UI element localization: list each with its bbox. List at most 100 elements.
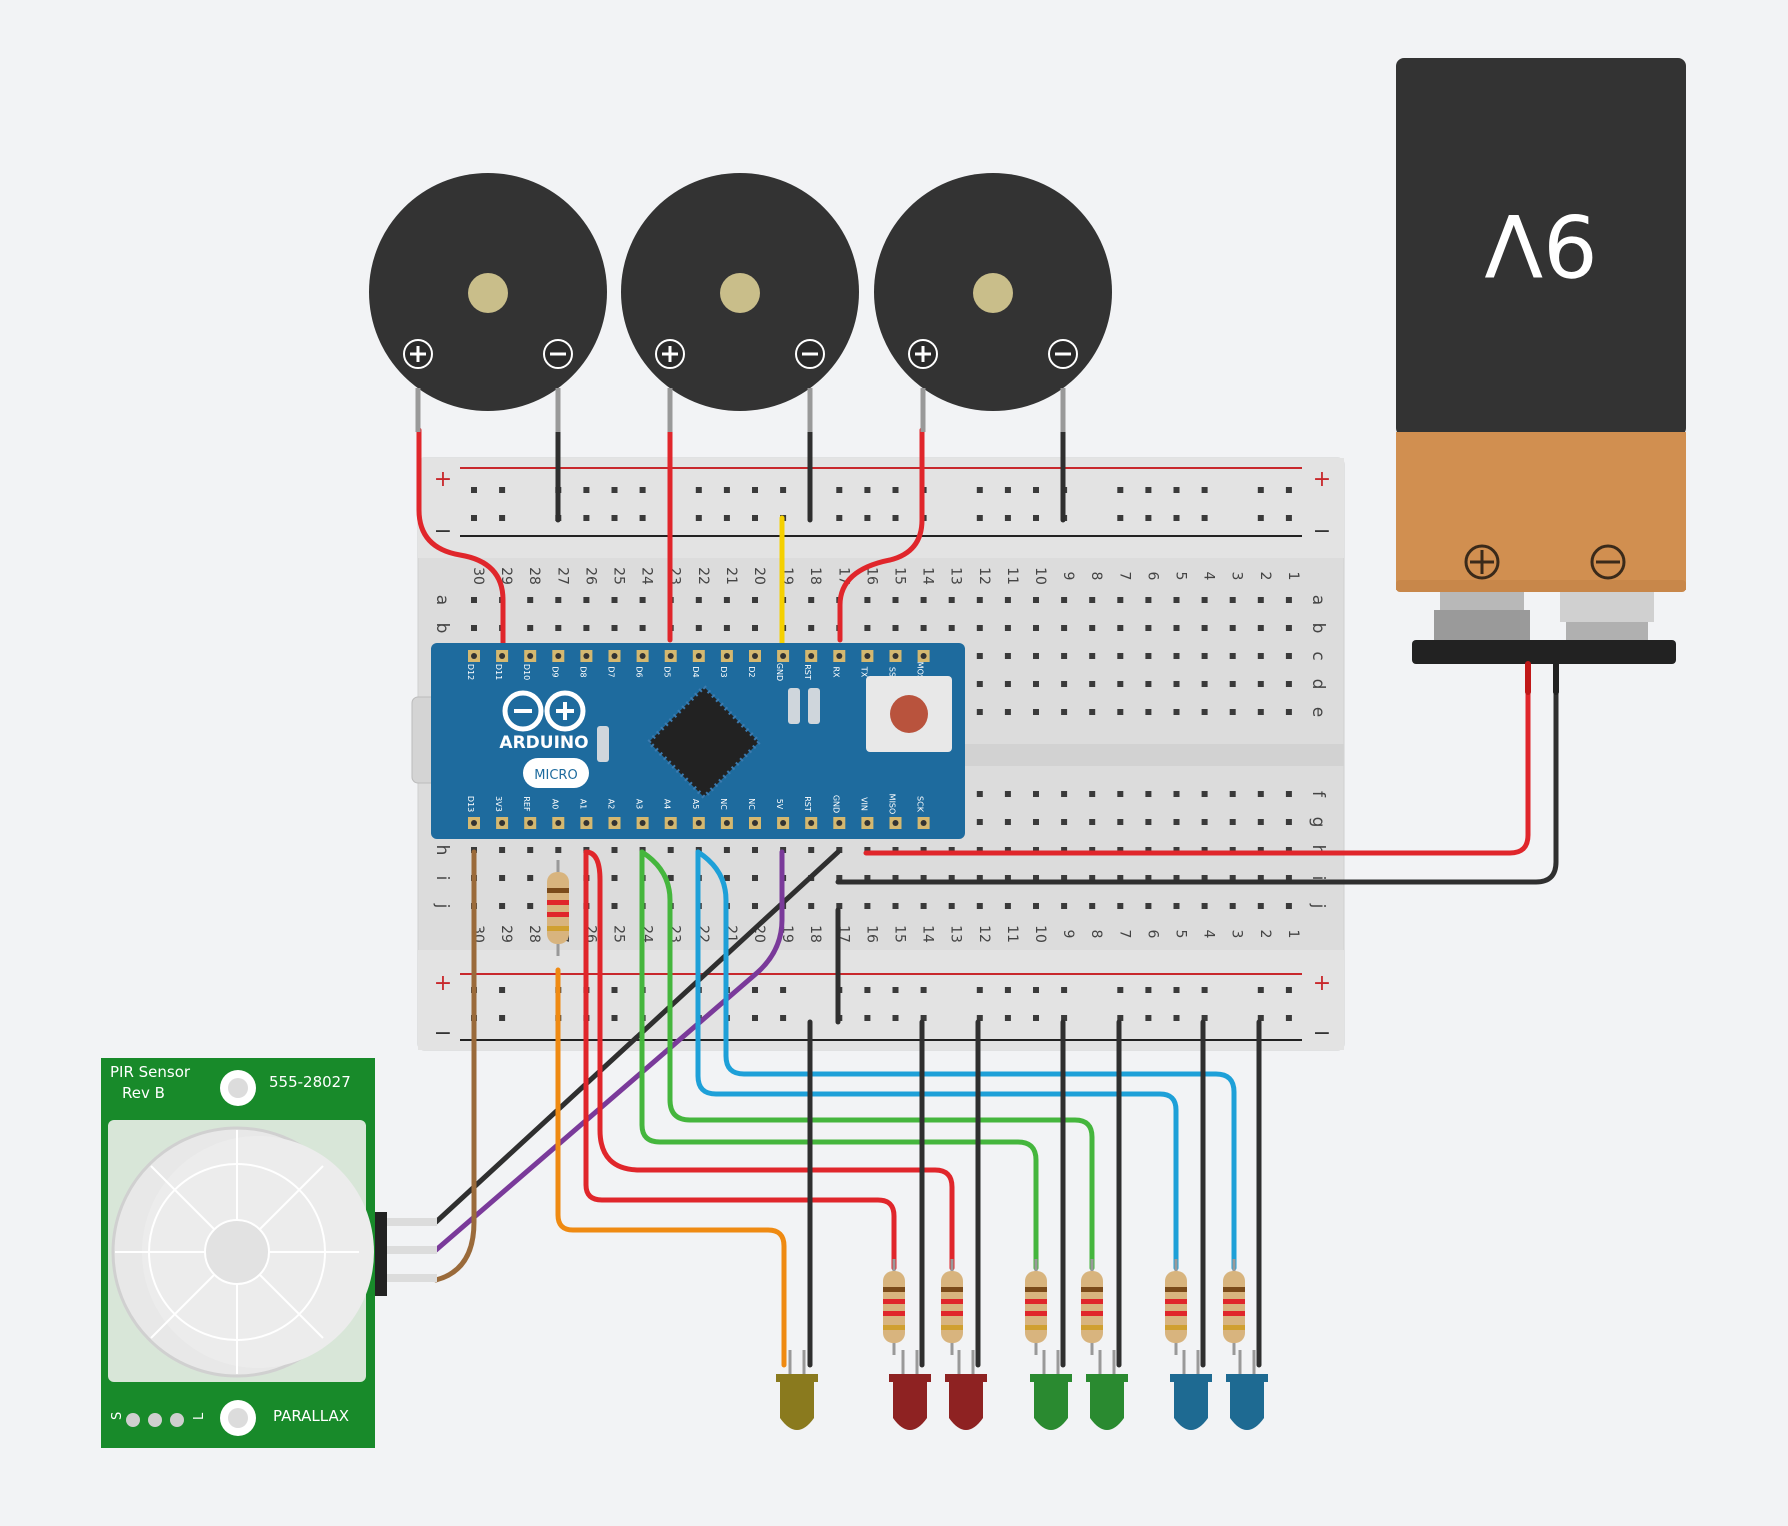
wire-pir-brown xyxy=(433,849,477,1283)
breadboard-hole xyxy=(1201,903,1208,909)
arduino-logo-icon xyxy=(502,690,586,732)
breadboard-hole xyxy=(1033,681,1039,687)
reset-button[interactable] xyxy=(866,676,952,752)
breadboard-hole xyxy=(1089,847,1096,853)
rail-hole xyxy=(976,515,983,521)
pin-label: MOSI xyxy=(916,662,925,683)
breadboard-hole xyxy=(1257,903,1264,909)
rail-hole xyxy=(1145,1015,1152,1021)
rail-hole xyxy=(611,487,618,493)
wire-green-1 xyxy=(639,849,1095,1271)
rail-hole xyxy=(1173,487,1180,493)
breadboard-hole xyxy=(1117,903,1124,909)
led-green-2 xyxy=(1086,1350,1128,1430)
breadboard-hole xyxy=(667,875,674,881)
breadboard-hole xyxy=(1089,875,1096,881)
rail-hole xyxy=(499,515,506,521)
rail-hole xyxy=(1004,487,1011,493)
rail-hole xyxy=(752,1015,758,1021)
breadboard-hole xyxy=(864,875,871,881)
breadboard-hole xyxy=(1089,681,1096,687)
column-label: 14 xyxy=(920,925,936,943)
pin-label: D8 xyxy=(578,666,587,677)
breadboard-hole xyxy=(976,791,983,797)
rail-hole xyxy=(1033,987,1039,993)
breadboard-hole xyxy=(555,597,562,603)
breadboard-hole xyxy=(583,625,590,631)
pin-label: A2 xyxy=(607,799,616,810)
column-label: 18 xyxy=(807,567,823,585)
pin-label: NC xyxy=(747,798,756,810)
breadboard-hole xyxy=(1285,681,1292,687)
rail-minus-label: − xyxy=(434,1021,452,1046)
wire-green-2 xyxy=(639,849,1039,1271)
breadboard-hole xyxy=(723,625,730,631)
column-label: 11 xyxy=(1004,567,1020,585)
rail-hole xyxy=(892,487,899,493)
rail-hole xyxy=(723,515,730,521)
pin-label: D3 xyxy=(719,666,728,677)
breadboard-hole xyxy=(1004,681,1011,687)
breadboard-hole xyxy=(1285,653,1292,659)
breadboard-hole xyxy=(1257,625,1264,631)
breadboard-hole xyxy=(1173,903,1180,909)
column-label: 2 xyxy=(1257,930,1273,939)
breadboard-hole xyxy=(527,875,534,881)
pin-label: RST xyxy=(803,664,812,680)
breadboard-hole xyxy=(1201,819,1208,825)
column-label: 18 xyxy=(807,925,823,943)
pin-label: NC xyxy=(719,798,728,810)
led-red-1 xyxy=(889,1350,931,1430)
rail-plus-label: + xyxy=(434,971,452,996)
pin-label: D5 xyxy=(663,666,672,677)
breadboard-hole xyxy=(1257,709,1264,715)
breadboard-hole xyxy=(1229,597,1236,603)
column-label: 16 xyxy=(863,925,879,943)
breadboard-hole xyxy=(639,597,646,603)
pir-title: PIR Sensor xyxy=(110,1063,191,1081)
breadboard-hole xyxy=(808,625,815,631)
led-yellow xyxy=(776,1350,818,1430)
breadboard-hole xyxy=(583,597,590,603)
breadboard-hole xyxy=(723,875,730,881)
rail-hole xyxy=(1257,1015,1264,1021)
pin-label: GND xyxy=(831,795,840,813)
rail-hole xyxy=(583,487,590,493)
pin-label: D6 xyxy=(635,666,644,677)
breadboard-hole xyxy=(1229,847,1236,853)
column-label: 1 xyxy=(1285,572,1301,581)
breadboard-hole xyxy=(948,903,955,909)
wire-buzzer1-plus xyxy=(416,427,506,660)
breadboard-hole xyxy=(892,875,899,881)
led-blue-2 xyxy=(1226,1350,1268,1430)
breadboard-hole xyxy=(948,625,955,631)
rail-minus-label: − xyxy=(1313,519,1331,544)
breadboard-hole xyxy=(667,847,674,853)
breadboard-hole xyxy=(499,903,506,909)
breadboard-hole xyxy=(1173,875,1180,881)
breadboard-hole xyxy=(1117,847,1124,853)
row-label: b xyxy=(432,623,452,634)
breadboard-hole xyxy=(1004,709,1011,715)
pir-pin-s: S xyxy=(110,1412,125,1420)
pin-label: VIN xyxy=(859,797,868,811)
rail-hole xyxy=(1033,1015,1039,1021)
breadboard-hole xyxy=(1173,681,1180,687)
pir-maker: PARALLAX xyxy=(273,1407,349,1425)
rail-hole xyxy=(1173,987,1180,993)
breadboard-hole xyxy=(1229,681,1236,687)
column-label: 10 xyxy=(1032,925,1048,943)
rail-hole xyxy=(1117,1015,1124,1021)
breadboard-hole xyxy=(976,709,983,715)
breadboard-hole xyxy=(1061,791,1068,797)
breadboard-hole xyxy=(1117,709,1124,715)
breadboard-hole xyxy=(920,903,927,909)
breadboard-hole xyxy=(723,597,730,603)
column-label: 14 xyxy=(920,567,936,585)
row-label: e xyxy=(1308,707,1328,717)
rail-hole xyxy=(1173,1015,1180,1021)
rail-hole xyxy=(892,1015,899,1021)
breadboard-hole xyxy=(1285,791,1292,797)
breadboard-hole xyxy=(864,903,871,909)
breadboard-hole xyxy=(639,625,646,631)
